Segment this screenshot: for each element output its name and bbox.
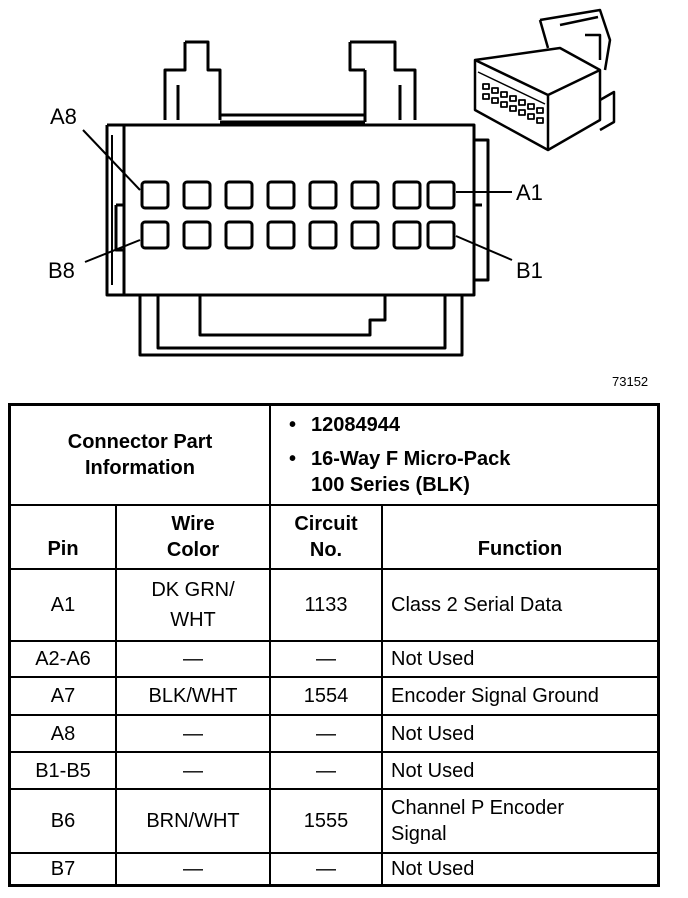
connector-isometric-icon: [473, 8, 616, 152]
function-cell: Not Used: [381, 753, 657, 788]
circuit-cell: —: [269, 642, 381, 676]
table-row: A7 BLK/WHT 1554 Encoder Signal Ground: [11, 678, 657, 716]
table-row: B6 BRN/WHT 1555 Channel P Encoder Signal: [11, 790, 657, 854]
table-row: B1-B5 — — Not Used: [11, 753, 657, 790]
table-row: A1 DK GRN/ WHT 1133 Class 2 Serial Data: [11, 570, 657, 642]
wire-color-cell: BLK/WHT: [115, 678, 269, 714]
circuit-cell: —: [269, 753, 381, 788]
connector-description-line2: 100 Series (BLK): [311, 474, 470, 496]
column-header-pin: Pin: [47, 538, 79, 560]
wire-color-cell: —: [115, 716, 269, 751]
circuit-cell: —: [269, 854, 381, 884]
function-cell: Not Used: [381, 716, 657, 751]
pin-cell: A7: [50, 685, 76, 707]
function-cell: Not Used: [381, 642, 657, 676]
circuit-cell: 1133: [269, 570, 381, 640]
connector-info-row: Connector Part Information 12084944 16-W…: [11, 406, 657, 506]
column-header-wire-color: Wire Color: [115, 506, 269, 568]
pin-label-a1: A1: [516, 180, 543, 205]
circuit-cell: —: [269, 716, 381, 751]
column-header-function: Function: [381, 506, 657, 568]
figure-id: 73152: [612, 374, 649, 389]
column-header-circuit-no: Circuit No.: [269, 506, 381, 568]
wire-color-cell: —: [115, 642, 269, 676]
connector-diagram: A8 A1 B8 B1: [48, 8, 616, 357]
connector-info-list: 12084944 16-Way F Micro-Pack 100 Series …: [269, 406, 657, 504]
wire-color-cell: DK GRN/ WHT: [115, 570, 269, 640]
wire-color-cell: BRN/WHT: [115, 790, 269, 852]
circuit-cell: 1554: [269, 678, 381, 714]
connector-table: Connector Part Information 12084944 16-W…: [8, 403, 660, 887]
pin-cell: A2-A6: [35, 648, 91, 670]
table-row: A2-A6 — — Not Used: [11, 642, 657, 678]
table-row: A8 — — Not Used: [11, 716, 657, 753]
connector-info-header: Connector Part Information: [67, 431, 213, 479]
column-header-row: Pin Wire Color Circuit No. Function: [11, 506, 657, 570]
pin-cell: A8: [50, 722, 76, 745]
circuit-cell: 1555: [269, 790, 381, 852]
function-cell: Class 2 Serial Data: [381, 570, 657, 640]
pin-label-a8: A8: [50, 104, 77, 129]
function-cell: Not Used: [381, 854, 657, 884]
part-number: 12084944: [289, 412, 657, 438]
pin-cell: A1: [50, 594, 76, 616]
function-cell: Channel P Encoder Signal: [381, 790, 657, 852]
table-row: B7 — — Not Used: [11, 854, 657, 884]
connector-description-line1: 16-Way F Micro-Pack: [289, 446, 657, 472]
pin-label-b8: B8: [48, 258, 75, 283]
wire-color-cell: —: [115, 854, 269, 884]
pin-label-b1: B1: [516, 258, 543, 283]
wire-color-cell: —: [115, 753, 269, 788]
pin-cell: B1-B5: [35, 759, 91, 782]
pin-cell: B7: [50, 858, 76, 880]
pin-cell: B6: [50, 810, 76, 832]
function-cell: Encoder Signal Ground: [381, 678, 657, 714]
